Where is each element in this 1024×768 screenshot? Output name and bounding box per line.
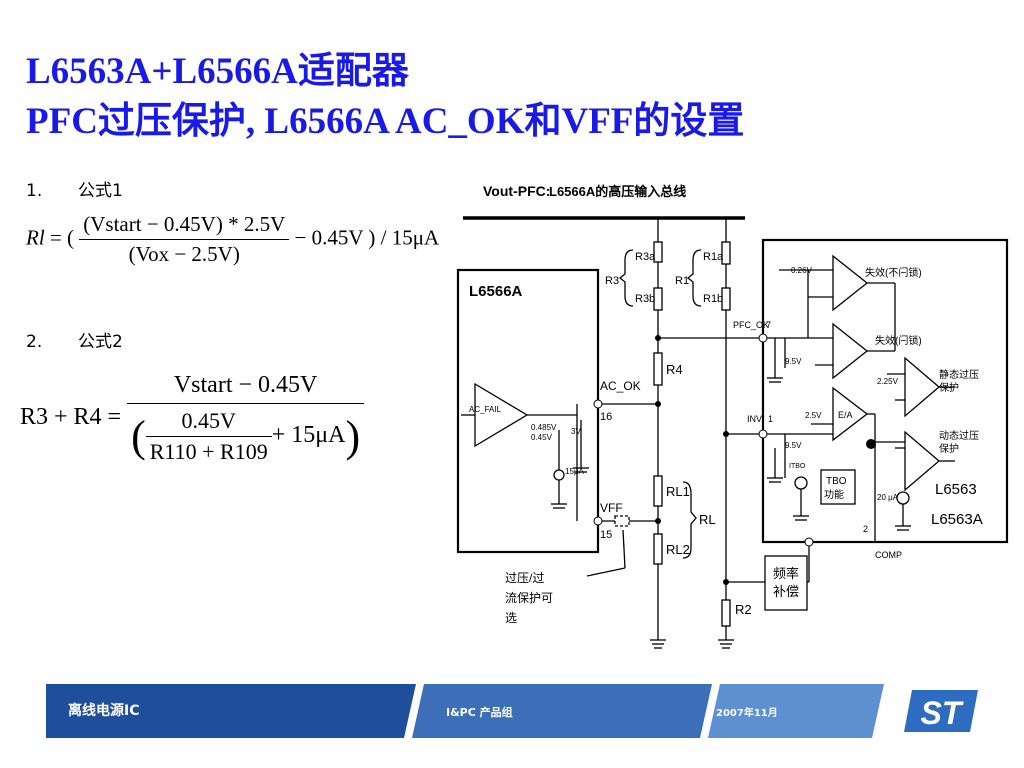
label-option-2: 流保护可 bbox=[505, 591, 553, 605]
label-ac-ok: AC_OK bbox=[600, 379, 641, 393]
label-r1a: R1a bbox=[703, 251, 724, 263]
label-ac-ok-pin: 16 bbox=[600, 411, 612, 423]
formula-1-fraction: (Vstart − 0.45V) * 2.5V (Vox − 2.5V) bbox=[79, 212, 290, 267]
label-tbo-1: TBO bbox=[826, 476, 847, 487]
list-item-formula-2: 2. 公式2 bbox=[26, 327, 123, 352]
label-r3b: R3b bbox=[635, 293, 655, 305]
label-inv-pin: 1 bbox=[768, 414, 773, 424]
label-25v: 2.5V bbox=[805, 411, 822, 420]
label-20ua: 20 μA bbox=[877, 493, 899, 502]
chip-right-label-2: L6563A bbox=[931, 511, 983, 528]
label-r1: R1 bbox=[675, 275, 689, 287]
formula-1-lhs: Rl bbox=[26, 225, 45, 250]
list-item-formula-1: 1. 公式1 bbox=[26, 176, 123, 201]
list-label: 公式2 bbox=[78, 332, 123, 352]
label-ea: E/A bbox=[838, 410, 853, 420]
label-dynamic-ovp-2: 保护 bbox=[939, 442, 959, 455]
label-static-ovp-2: 保护 bbox=[939, 381, 959, 394]
title-line-2: PFC过压保护, L6566A AC_OK和VFF的设置 bbox=[26, 101, 745, 142]
chip-right-label-1: L6563 bbox=[935, 481, 977, 498]
label-option-1: 过压/过 bbox=[505, 571, 544, 585]
formula-2-lhs: R3 + R4 = bbox=[20, 404, 122, 431]
footer-section-2: I&PC 产品组 bbox=[446, 706, 513, 719]
label-ac-fail: AC_FAIL bbox=[469, 405, 502, 414]
label-inv: INV bbox=[747, 414, 762, 424]
list-number: 2. bbox=[26, 332, 43, 352]
label-static-ovp-1: 静态过压 bbox=[939, 368, 979, 381]
label-r1b: R1b bbox=[703, 293, 723, 305]
label-026v: 0.26V bbox=[791, 266, 813, 275]
formula-2-inner-numerator: 0.45V bbox=[145, 408, 272, 437]
bus-prefix: Vout-PFC: bbox=[483, 183, 550, 199]
label-r3: R3 bbox=[605, 275, 619, 287]
footer-background bbox=[46, 684, 1024, 738]
label-freq-comp-1: 频率 bbox=[773, 566, 799, 581]
footer-section-1: 离线电源IC bbox=[68, 703, 140, 719]
label-pfc-ok: PFC_OK bbox=[733, 320, 769, 330]
circuit-diagram: Vout-PFC: L6566A的高压输入总线 L6566A L6563 L65… bbox=[456, 183, 1009, 649]
label-comp-pin: 2 bbox=[863, 524, 868, 534]
label-rl1: RL1 bbox=[666, 484, 690, 499]
label-dynamic-ovp-1: 动态过压 bbox=[939, 429, 979, 442]
label-225v: 2.25V bbox=[877, 377, 899, 386]
footer-bar: 离线电源IC I&PC 产品组 2007年11月 ST bbox=[0, 684, 1024, 738]
label-option-3: 选 bbox=[505, 611, 517, 625]
label-15ua: 15μA bbox=[565, 467, 585, 476]
label-3v: 3V bbox=[571, 427, 581, 436]
label-r4: R4 bbox=[666, 362, 683, 377]
formula-1: Rl = ( (Vstart − 0.45V) * 2.5V (Vox − 2.… bbox=[26, 212, 439, 267]
list-label: 公式1 bbox=[78, 181, 123, 201]
list-number: 1. bbox=[26, 181, 43, 201]
formula-1-open: = ( bbox=[49, 225, 75, 250]
label-comp: COMP bbox=[875, 550, 902, 560]
formula-2-inner-denominator: R110 + R109 bbox=[149, 439, 268, 464]
label-vff: VFF bbox=[600, 501, 623, 515]
title-line-1: L6563A+L6566A适配器 bbox=[26, 51, 409, 92]
st-logo-icon: ST bbox=[900, 686, 980, 736]
label-freq-comp-2: 补偿 bbox=[773, 584, 799, 599]
formula-2-inner-tail: + 15μA bbox=[271, 422, 346, 449]
label-fail-nolatch: 失效(不闩锁) bbox=[865, 266, 922, 279]
label-rl2: RL2 bbox=[666, 542, 690, 557]
formula-1-numerator: (Vstart − 0.45V) * 2.5V bbox=[79, 212, 290, 240]
label-045v: 0.45V bbox=[531, 433, 553, 442]
formula-1-denominator: (Vox − 2.5V) bbox=[128, 242, 240, 266]
label-tbo-2: 功能 bbox=[824, 488, 844, 501]
label-95v-a: 9.5V bbox=[785, 357, 802, 366]
formula-2-numerator: Vstart − 0.45V bbox=[127, 372, 365, 404]
st-logo-text: ST bbox=[921, 695, 964, 731]
label-fail-latch: 失效(闩锁) bbox=[875, 334, 922, 347]
label-rl: RL bbox=[699, 512, 716, 527]
label-vff-pin: 15 bbox=[600, 529, 612, 541]
label-pfc-ok-pin: 7 bbox=[766, 320, 771, 330]
label-r3a: R3a bbox=[635, 251, 656, 263]
label-itbo: ITBO bbox=[789, 463, 806, 470]
formula-1-tail: − 0.45V ) / 15μA bbox=[294, 225, 440, 250]
footer-section-3: 2007年11月 bbox=[716, 708, 778, 719]
bus-label: L6566A的高压输入总线 bbox=[549, 184, 686, 199]
chip-left-label: L6566A bbox=[469, 283, 523, 300]
label-95v-b: 9.5V bbox=[785, 441, 802, 450]
label-0485v: 0.485V bbox=[531, 423, 557, 432]
label-r2: R2 bbox=[735, 602, 752, 617]
